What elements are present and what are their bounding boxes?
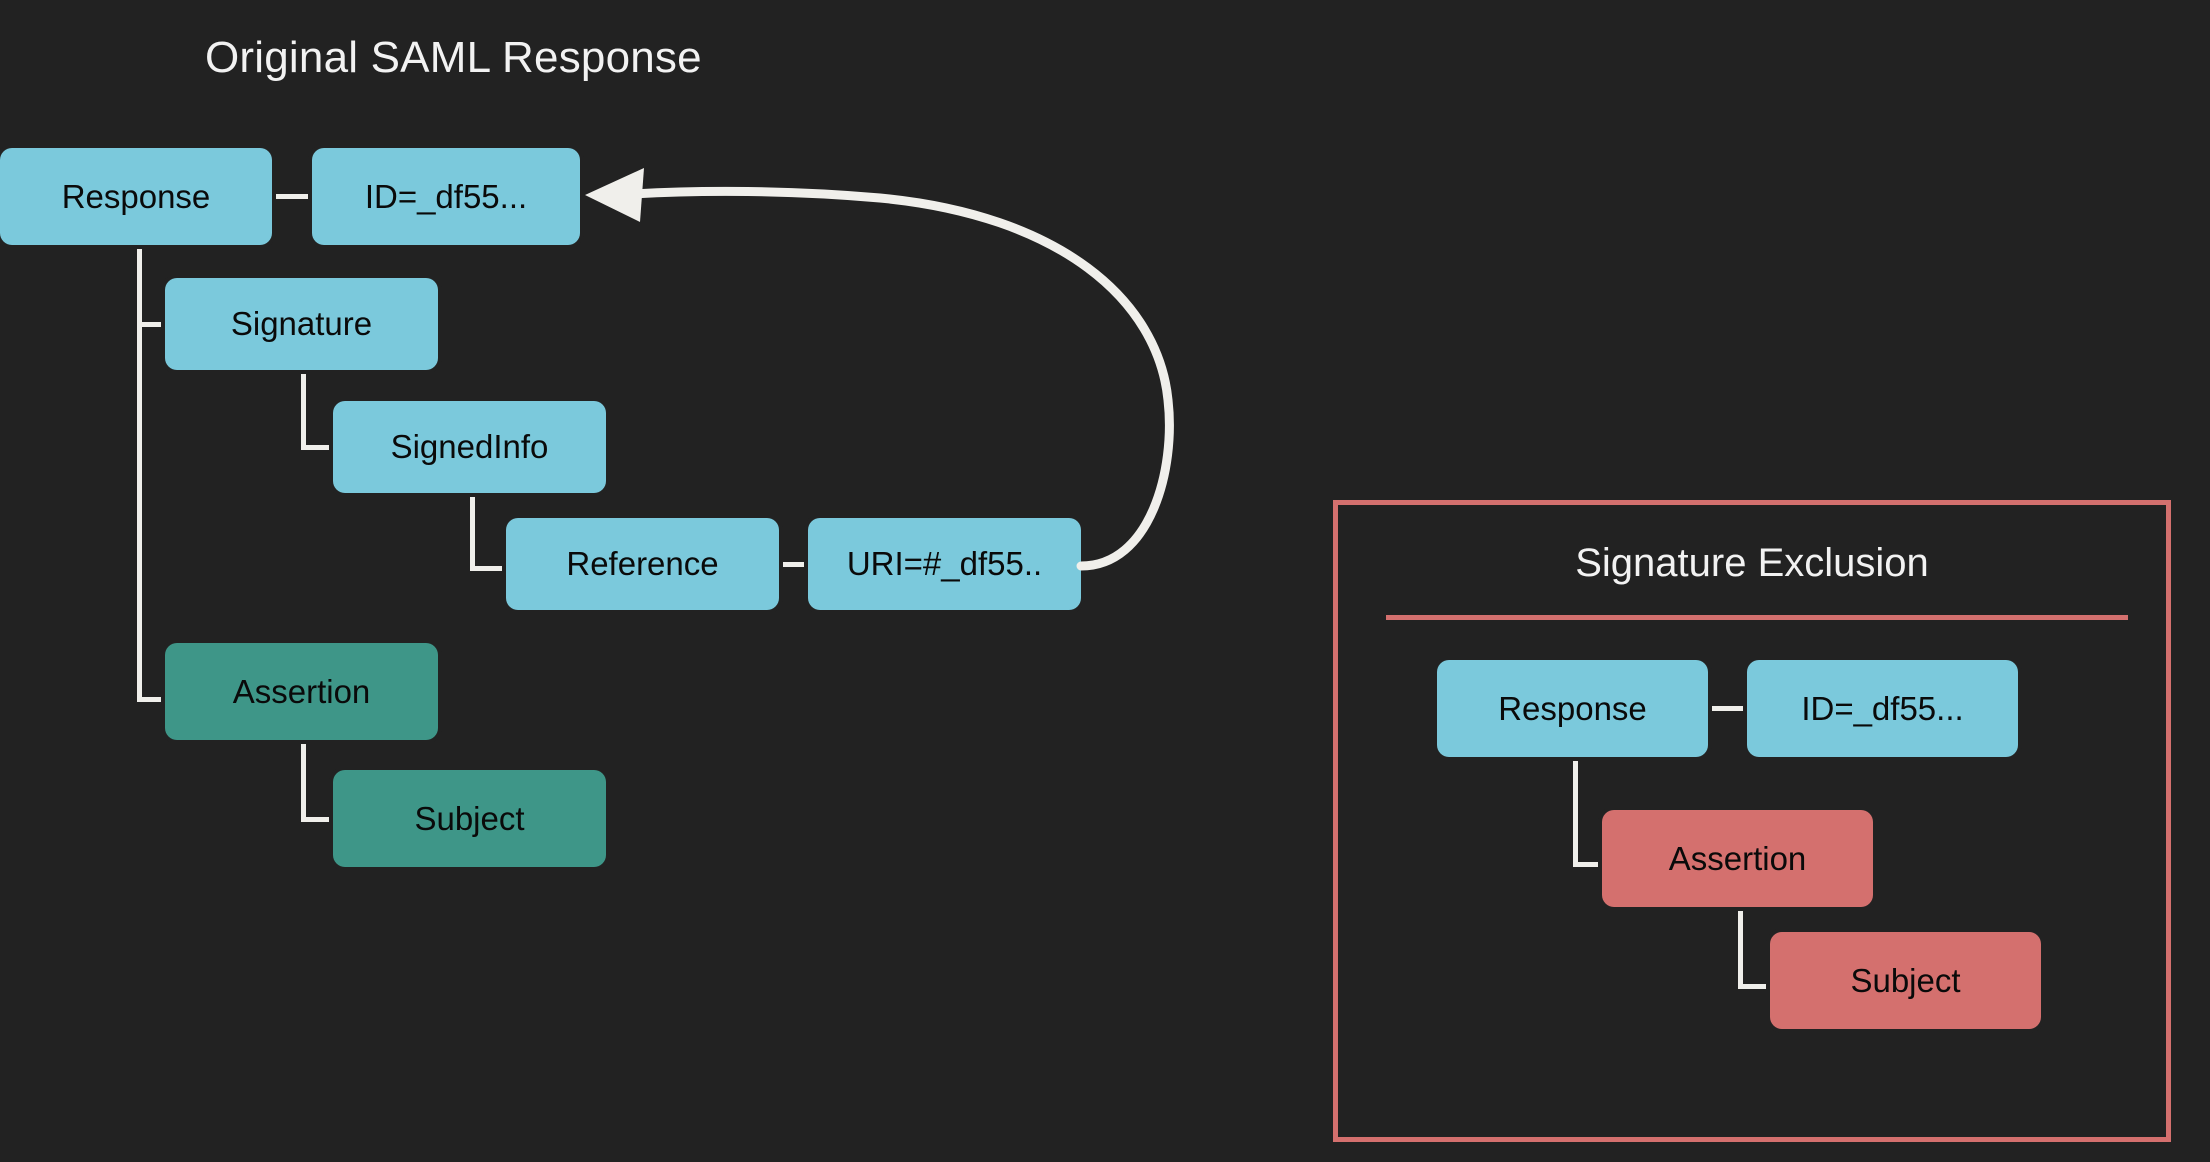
link-x-response-spine: [1573, 757, 1578, 867]
link-signature-spine: [301, 370, 306, 450]
node-signedinfo[interactable]: SignedInfo: [333, 401, 606, 493]
page-title: Original SAML Response: [205, 33, 702, 82]
node-x-response[interactable]: Response: [1437, 660, 1708, 757]
node-label: Response: [61, 177, 211, 215]
node-label: Subject: [414, 799, 525, 837]
panel-divider: [1386, 615, 2128, 620]
node-label: Assertion: [232, 672, 371, 710]
node-label: ID=_df55...: [1801, 689, 1964, 727]
node-label: URI=#_df55..: [846, 545, 1043, 582]
node-label: Reference: [566, 545, 719, 582]
link-x-assertion-spine: [1738, 907, 1743, 989]
signature-exclusion-panel: Signature Exclusion: [1333, 500, 2171, 1142]
node-label: SignedInfo: [390, 428, 549, 465]
link-x-response-to-id: [1708, 706, 1747, 711]
node-label: ID=_df55...: [364, 177, 528, 215]
node-signature[interactable]: Signature: [165, 278, 438, 370]
node-label: Assertion: [1668, 839, 1807, 877]
node-label: Response: [1498, 689, 1647, 727]
link-x-response-to-assertion: [1573, 862, 1602, 867]
link-response-to-signature: [137, 322, 165, 327]
node-response[interactable]: Response: [0, 148, 272, 245]
link-response-to-id: [272, 194, 312, 199]
node-subject[interactable]: Subject: [333, 770, 606, 867]
node-label: Subject: [1850, 961, 1961, 999]
node-x-assertion[interactable]: Assertion: [1602, 810, 1873, 907]
node-label: Signature: [230, 305, 373, 342]
node-reference[interactable]: Reference: [506, 518, 779, 610]
link-assertion-spine: [301, 740, 306, 822]
node-x-subject[interactable]: Subject: [1770, 932, 2041, 1029]
link-x-assertion-to-subject: [1738, 984, 1770, 989]
link-response-spine: [137, 245, 142, 702]
link-assertion-to-subject: [301, 817, 333, 822]
link-signedinfo-to-reference: [470, 566, 506, 571]
link-signature-to-signedinfo: [301, 445, 333, 450]
node-uri[interactable]: URI=#_df55..: [808, 518, 1081, 610]
link-signedinfo-spine: [470, 493, 475, 571]
panel-title: Signature Exclusion: [1575, 541, 1929, 585]
link-reference-to-uri: [779, 562, 808, 567]
node-assertion[interactable]: Assertion: [165, 643, 438, 740]
node-id[interactable]: ID=_df55...: [312, 148, 580, 245]
node-x-id[interactable]: ID=_df55...: [1747, 660, 2018, 757]
link-response-to-assertion: [137, 697, 165, 702]
